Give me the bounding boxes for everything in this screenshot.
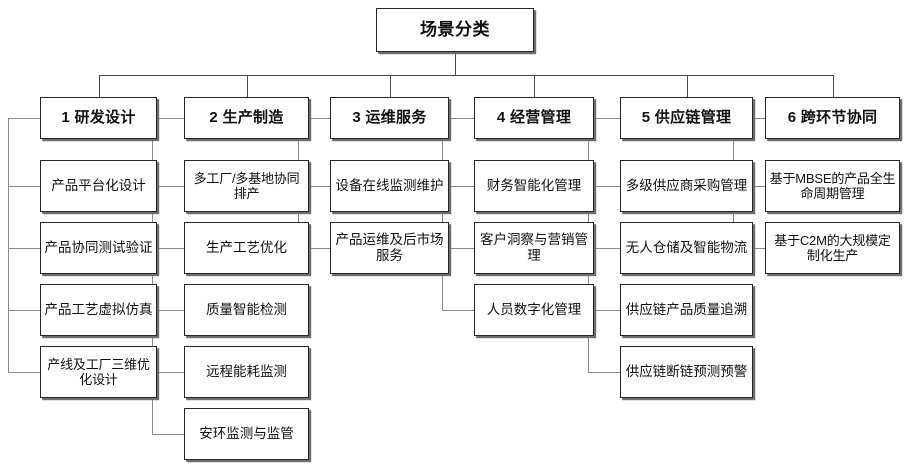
category-node-label: 2 生产制造 xyxy=(209,109,284,127)
leaf-node-label: 远程能耗监测 xyxy=(206,364,287,380)
leaf-node-5-4[interactable]: 供应链断链预测预警 xyxy=(620,346,753,398)
category-trunk-elbow xyxy=(298,118,330,119)
leaf-node-label: 产线及工厂三维优化设计 xyxy=(47,356,150,387)
leaf-node-2-4[interactable]: 远程能耗监测 xyxy=(184,346,309,398)
leaf-node-2-5[interactable]: 安环监测与监管 xyxy=(184,408,309,460)
leaf-node-4-1[interactable]: 财务智能化管理 xyxy=(474,160,594,212)
category-node-4[interactable]: 4 经营管理 xyxy=(474,97,594,139)
category-trunk-connector xyxy=(152,118,153,434)
leaf-stub-connector xyxy=(588,310,620,311)
leaf-stub-connector xyxy=(588,248,620,249)
category-trunk-elbow xyxy=(442,118,474,119)
leaf-node-label: 生产工艺优化 xyxy=(206,240,287,256)
leaf-stub-connector xyxy=(298,248,330,249)
leaf-node-label: 质量智能检测 xyxy=(206,302,287,318)
leaf-node-label: 产品协同测试验证 xyxy=(44,240,153,256)
leaf-stub-connector xyxy=(152,372,184,373)
category-node-label: 6 跨环节协同 xyxy=(787,109,878,127)
leaf-node-label: 无人仓储及智能物流 xyxy=(625,240,748,256)
category-node-6[interactable]: 6 跨环节协同 xyxy=(765,97,900,139)
root-node[interactable]: 场景分类 xyxy=(376,8,534,52)
leaf-node-label: 人员数字化管理 xyxy=(486,302,582,318)
category-trunk-elbow xyxy=(152,118,184,119)
leaf-node-5-1[interactable]: 多级供应商采购管理 xyxy=(620,160,753,212)
leaf-node-2-1[interactable]: 多工厂/多基地协同排产 xyxy=(184,160,309,212)
leaf-node-label: 财务智能化管理 xyxy=(486,178,582,194)
leaf-node-label: 供应链产品质量追溯 xyxy=(625,302,748,318)
leaf-node-label: 基于MBSE的产品全生命周期管理 xyxy=(769,170,896,201)
leaf-node-2-3[interactable]: 质量智能检测 xyxy=(184,284,309,336)
leaf-node-label: 产品平台化设计 xyxy=(51,178,146,194)
category-node-label: 3 运维服务 xyxy=(352,109,427,127)
root-stem-connector xyxy=(455,52,456,75)
leaf-stub-connector xyxy=(588,186,620,187)
leaf-node-5-2[interactable]: 无人仓储及智能物流 xyxy=(620,222,753,274)
leaf-node-6-1[interactable]: 基于MBSE的产品全生命周期管理 xyxy=(765,160,900,212)
leaf-stub-connector xyxy=(8,372,40,373)
category-node-label: 5 供应链管理 xyxy=(641,109,732,127)
leaf-node-label: 多级供应商采购管理 xyxy=(625,178,748,194)
leaf-node-1-1[interactable]: 产品平台化设计 xyxy=(40,160,157,212)
leaf-stub-connector xyxy=(8,310,40,311)
category-drop-connector xyxy=(832,75,834,97)
category-node-1[interactable]: 1 研发设计 xyxy=(40,97,157,139)
category-node-5[interactable]: 5 供应链管理 xyxy=(620,97,753,139)
leaf-stub-connector xyxy=(152,310,184,311)
category-drop-connector xyxy=(98,75,100,97)
leaf-node-label: 产品运维及后市场服务 xyxy=(335,232,444,263)
leaf-node-4-3[interactable]: 人员数字化管理 xyxy=(474,284,594,336)
leaf-node-4-2[interactable]: 客户洞察与营销管理 xyxy=(474,222,594,274)
category-drop-connector xyxy=(534,75,535,97)
leaf-node-1-3[interactable]: 产品工艺虚拟仿真 xyxy=(40,284,157,336)
leaf-node-label: 基于C2M的大规模定制化生产 xyxy=(774,232,891,263)
category-trunk-connector xyxy=(8,118,9,372)
category-node-label: 1 研发设计 xyxy=(61,109,136,127)
leaf-node-6-2[interactable]: 基于C2M的大规模定制化生产 xyxy=(765,222,900,274)
leaf-node-2-2[interactable]: 生产工艺优化 xyxy=(184,222,309,274)
leaf-stub-connector xyxy=(442,186,474,187)
leaf-node-label: 多工厂/多基地协同排产 xyxy=(193,170,300,201)
category-drop-connector xyxy=(389,75,391,97)
leaf-node-label: 客户洞察与营销管理 xyxy=(480,232,588,263)
leaf-stub-connector xyxy=(8,186,40,187)
leaf-node-3-1[interactable]: 设备在线监测维护 xyxy=(330,160,449,212)
leaf-stub-connector xyxy=(152,186,184,187)
leaf-node-label: 安环监测与监管 xyxy=(199,426,294,442)
category-trunk-connector xyxy=(442,118,443,310)
leaf-stub-connector xyxy=(152,248,184,249)
leaf-node-label: 设备在线监测维护 xyxy=(335,178,444,194)
category-trunk-elbow xyxy=(588,118,620,119)
category-node-label: 4 经营管理 xyxy=(496,109,572,127)
leaf-node-label: 供应链断链预测预警 xyxy=(625,364,748,380)
category-trunk-elbow xyxy=(8,118,40,119)
leaf-node-5-3[interactable]: 供应链产品质量追溯 xyxy=(620,284,753,336)
leaf-stub-connector xyxy=(152,434,184,435)
leaf-stub-connector xyxy=(588,372,620,373)
leaf-node-label: 产品工艺虚拟仿真 xyxy=(44,302,153,318)
leaf-stub-connector xyxy=(442,248,474,249)
leaf-stub-connector xyxy=(298,186,330,187)
category-bus-connector xyxy=(98,75,833,76)
category-drop-connector xyxy=(686,75,688,97)
category-drop-connector xyxy=(246,75,248,97)
leaf-node-1-4[interactable]: 产线及工厂三维优化设计 xyxy=(40,346,157,398)
category-node-3[interactable]: 3 运维服务 xyxy=(330,97,449,139)
leaf-node-1-2[interactable]: 产品协同测试验证 xyxy=(40,222,157,274)
category-node-2[interactable]: 2 生产制造 xyxy=(184,97,309,139)
root-node-label: 场景分类 xyxy=(420,19,490,39)
leaf-stub-connector xyxy=(442,310,474,311)
leaf-stub-connector xyxy=(8,248,40,249)
leaf-node-3-2[interactable]: 产品运维及后市场服务 xyxy=(330,222,449,274)
